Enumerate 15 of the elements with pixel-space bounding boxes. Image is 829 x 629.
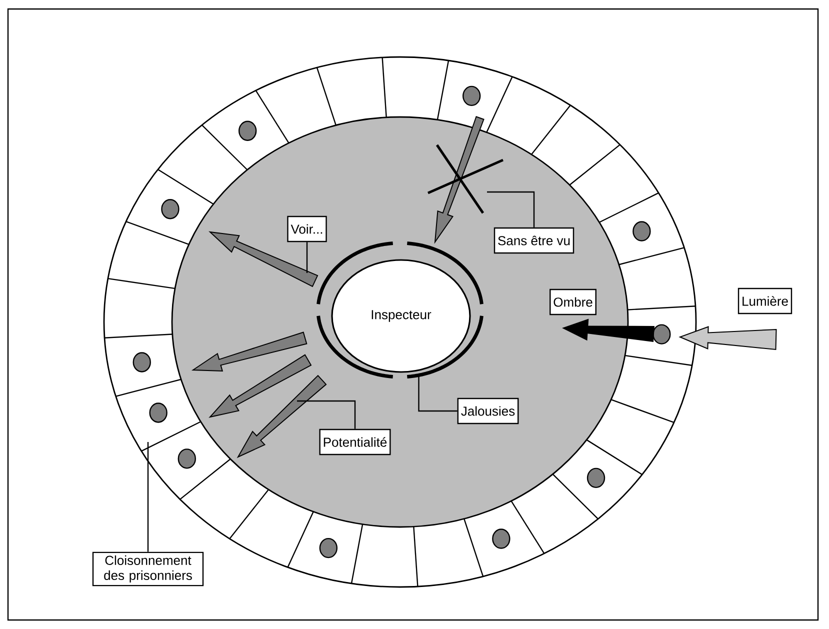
label-box: Ombre [550,288,596,316]
arrow-shape [208,354,312,418]
arrow-shape [191,332,308,372]
label-box: Lumière [738,288,792,314]
leader-line [418,375,458,412]
leader-line [297,400,356,429]
label-box: Cloisonnement des prisonniers [92,552,204,586]
leader-line [306,242,308,273]
shutter-ring [316,242,484,378]
leader-line [487,191,535,228]
label-box: Potentialité [319,428,391,456]
leader-line [147,442,149,552]
label-box: Jalousies [457,398,519,424]
label-box: Sans être vu [494,227,574,254]
label-box: Voir... [287,216,327,242]
